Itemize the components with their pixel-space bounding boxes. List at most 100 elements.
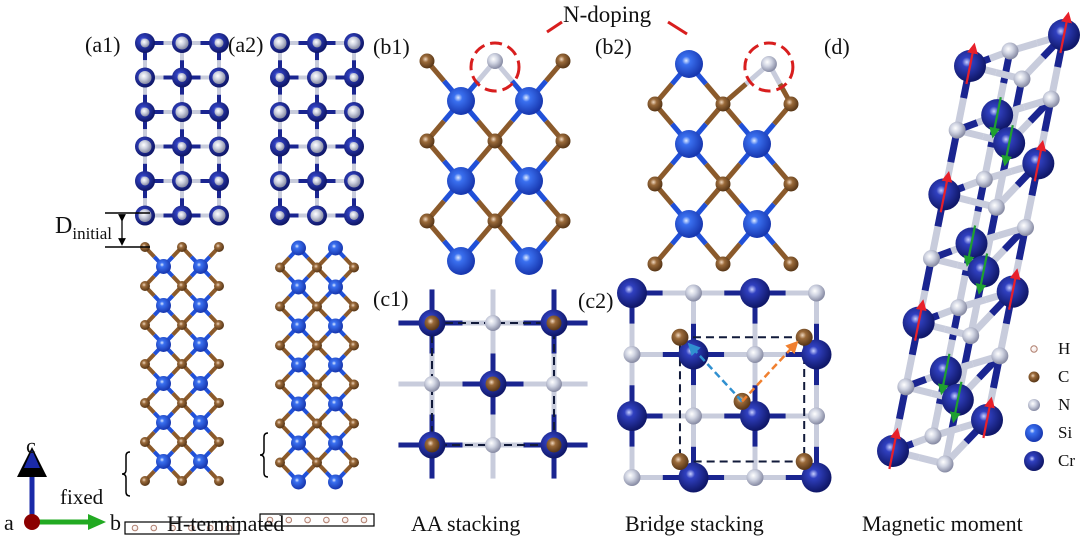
legend-label-h: H	[1058, 339, 1071, 358]
atom-c	[177, 320, 187, 330]
atom-si	[193, 454, 208, 469]
spin-up-arrow	[965, 42, 978, 85]
spin-up-arrow	[1007, 268, 1021, 310]
atom-si	[328, 240, 343, 256]
atom-c	[275, 301, 285, 312]
panel-label-a1: (a1)	[85, 32, 121, 57]
panel-label-a2: (a2)	[228, 32, 264, 57]
atom-si	[328, 396, 343, 412]
legend-label-cr: Cr	[1058, 451, 1075, 470]
atom-n	[347, 105, 361, 119]
panel-a-structures	[124, 33, 375, 535]
legend-swatch-h	[1030, 345, 1038, 353]
atom-c	[214, 242, 224, 252]
atom-n	[962, 327, 980, 345]
atom-c	[349, 340, 359, 351]
atom-h	[285, 516, 293, 524]
atom-n	[175, 105, 189, 119]
atom-c	[555, 133, 571, 149]
atom-c	[312, 379, 322, 390]
atom-c	[349, 457, 359, 468]
atom-si	[291, 396, 306, 412]
legend-item-c: C	[1058, 368, 1069, 385]
atom-n	[212, 140, 226, 153]
atom-c	[214, 398, 224, 408]
atom-c	[715, 256, 731, 272]
atom-c	[424, 437, 440, 453]
atom-n	[177, 211, 187, 220]
atom-n	[991, 347, 1009, 365]
atom-si	[156, 259, 171, 274]
atom-c	[419, 133, 435, 149]
atom-c	[140, 437, 150, 447]
atom-n	[924, 427, 942, 445]
atom-h	[266, 516, 274, 524]
legend-swatch-cr	[1024, 451, 1044, 471]
panel-label-b1: (b1)	[373, 34, 410, 59]
atom-n	[487, 53, 503, 69]
atom-n	[950, 299, 968, 317]
atom-c	[487, 213, 503, 229]
fixed-bracket-a1	[121, 451, 131, 497]
atom-c	[419, 53, 435, 69]
atom-c	[214, 320, 224, 330]
spin-up-arrow	[1059, 11, 1072, 54]
atom-n	[485, 315, 501, 331]
atom-c	[795, 453, 813, 471]
fixed-label: fixed	[60, 485, 104, 509]
atom-c	[783, 256, 799, 272]
atom-si	[328, 435, 343, 451]
atom-c	[275, 418, 285, 429]
panel-label-d: (d)	[824, 34, 850, 59]
atom-cr	[678, 462, 709, 493]
atom-si	[193, 376, 208, 391]
atom-c	[177, 242, 187, 252]
atom-n	[685, 284, 702, 302]
atom-si	[291, 318, 306, 334]
atom-si	[515, 167, 543, 195]
d-initial-label: Dinitial	[55, 214, 112, 242]
atom-c	[177, 359, 187, 369]
spin-down-arrow	[975, 253, 989, 295]
atom-c	[140, 476, 150, 486]
spin-up-arrow	[939, 170, 953, 213]
atom-si	[328, 279, 343, 295]
legend-item-si: Si	[1058, 424, 1072, 441]
atom-c	[312, 301, 322, 312]
atom-h	[304, 516, 311, 524]
atom-n	[275, 142, 285, 151]
panel-label-c1: (c1)	[373, 286, 409, 311]
atom-h	[131, 524, 139, 532]
atom-n	[349, 73, 359, 82]
atom-c	[783, 176, 799, 192]
atom-si	[156, 337, 171, 352]
atom-c	[349, 418, 359, 429]
d-initial-sub: initial	[72, 223, 113, 243]
atom-si	[291, 474, 306, 490]
atom-c	[140, 398, 150, 408]
atom-n	[175, 174, 189, 188]
atom-c	[214, 437, 224, 447]
atom-n	[685, 407, 702, 425]
atom-si	[291, 357, 306, 373]
atom-si	[447, 247, 475, 275]
spin-down-arrow	[963, 225, 977, 267]
atom-c	[419, 213, 435, 229]
caption-bridge-stacking: Bridge stacking	[625, 511, 764, 536]
atom-c	[177, 281, 187, 291]
spin-down-arrow	[949, 381, 963, 424]
atom-si	[156, 298, 171, 313]
atom-c	[312, 340, 322, 351]
legend-label-n: N	[1058, 395, 1071, 414]
atom-n	[424, 376, 440, 392]
atom-c	[647, 176, 663, 192]
caption-h-terminated: H-terminated	[167, 511, 285, 536]
atom-n	[177, 142, 187, 151]
atom-n	[273, 174, 287, 188]
atom-si	[328, 474, 343, 490]
legend-label-c: C	[1058, 367, 1070, 386]
atom-n	[1001, 42, 1019, 60]
atom-n	[275, 73, 285, 82]
n-doping-label: N-doping	[563, 2, 652, 27]
